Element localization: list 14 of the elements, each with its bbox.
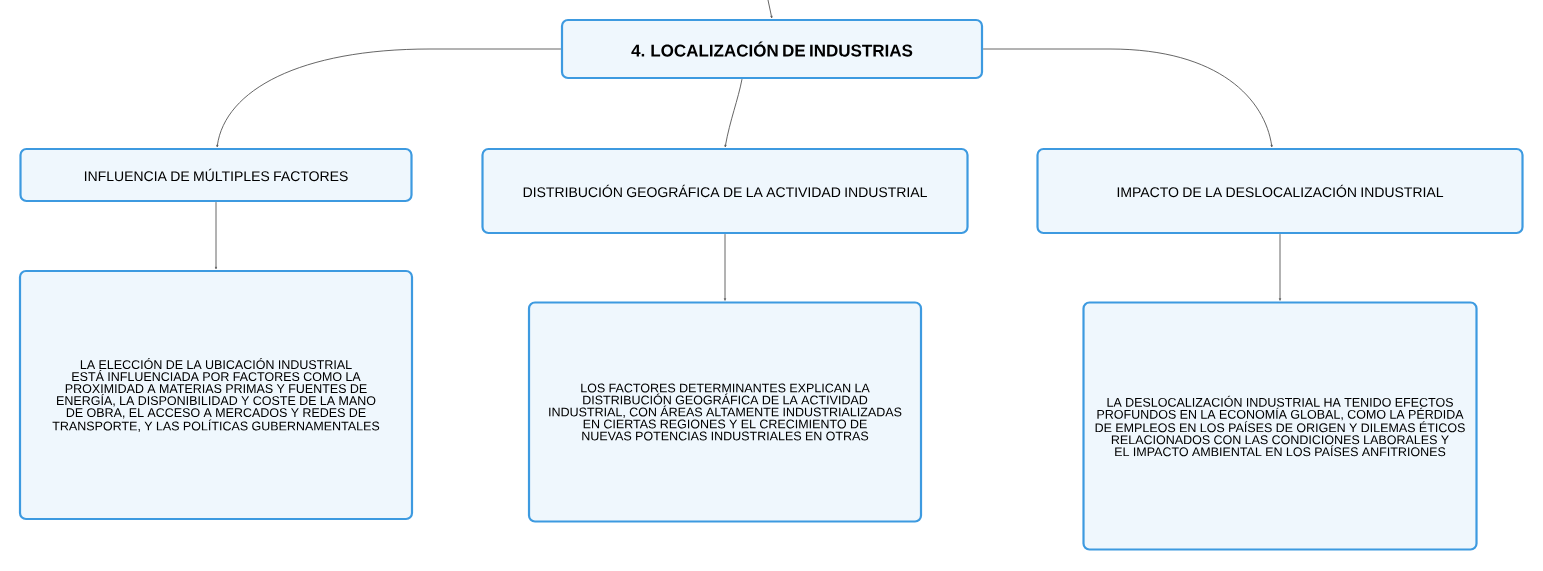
connector-arrow — [724, 78, 743, 148]
connector-arrow — [767, 0, 773, 19]
connector-arrow — [216, 48, 562, 148]
topic-box: DISTRIBUCIÓN GEOGRÁFICA DE LA ACTIVIDAD INDUSTRIAL — [481, 147, 969, 235]
connector-arrow — [1278, 233, 1282, 301]
description-box: LOS FACTORES DETERMINANTES EXPLICAN LA DISTRIBUCIÓN GEOGRÁFICA DE LA ACTIVIDAD INDUSTRIAL, CON ÁREAS ALTAMENTE INDUSTRIALIZADAS EN CIERTAS REGIONES Y EL CRECIMIENTO DE NUEVAS POTENCIAS INDUSTRIALES EN OTRAS — [527, 301, 923, 523]
connector-arrow — [982, 48, 1273, 148]
connector-arrow — [214, 201, 218, 270]
description-box: LA ELECCIÓN DE LA UBICACIÓN INDUSTRIAL ESTÁ INFLUENCIADA POR FACTORES COMO LA PROXIMIDAD A MATERIAS PRIMAS Y FUENTES DE ENERGÍA, LA DISPONIBILIDAD Y COSTE DE LA MANO DE OBRA, EL ACCESO A MERCADOS Y REDES DE TRANSPORTE, Y LAS POLÍTICAS GUBERNAMENTALES — [18, 269, 414, 521]
title-box: 4. LOCALIZACIÓN DE INDUSTRIAS — [560, 18, 984, 80]
topic-box: INFLUENCIA DE MÚLTIPLES FACTORES — [19, 147, 413, 203]
connector-arrow — [723, 233, 727, 301]
description-box: LA DESLOCALIZACIÓN INDUSTRIAL HA TENIDO EFECTOS PROFUNDOS EN LA ECONOMÍA GLOBAL, COMO LA PÉRDIDA DE EMPLEOS EN LOS PAÍSES DE ORIGEN Y DILEMAS ÉTICOS RELACIONADOS CON LAS CONDICIONES LABORALES Y EL IMPACTO AMBIENTAL EN LOS PAÍSES ANFITRIONES — [1082, 301, 1478, 551]
topic-box: IMPACTO DE LA DESLOCALIZACIÓN INDUSTRIAL — [1036, 147, 1524, 235]
